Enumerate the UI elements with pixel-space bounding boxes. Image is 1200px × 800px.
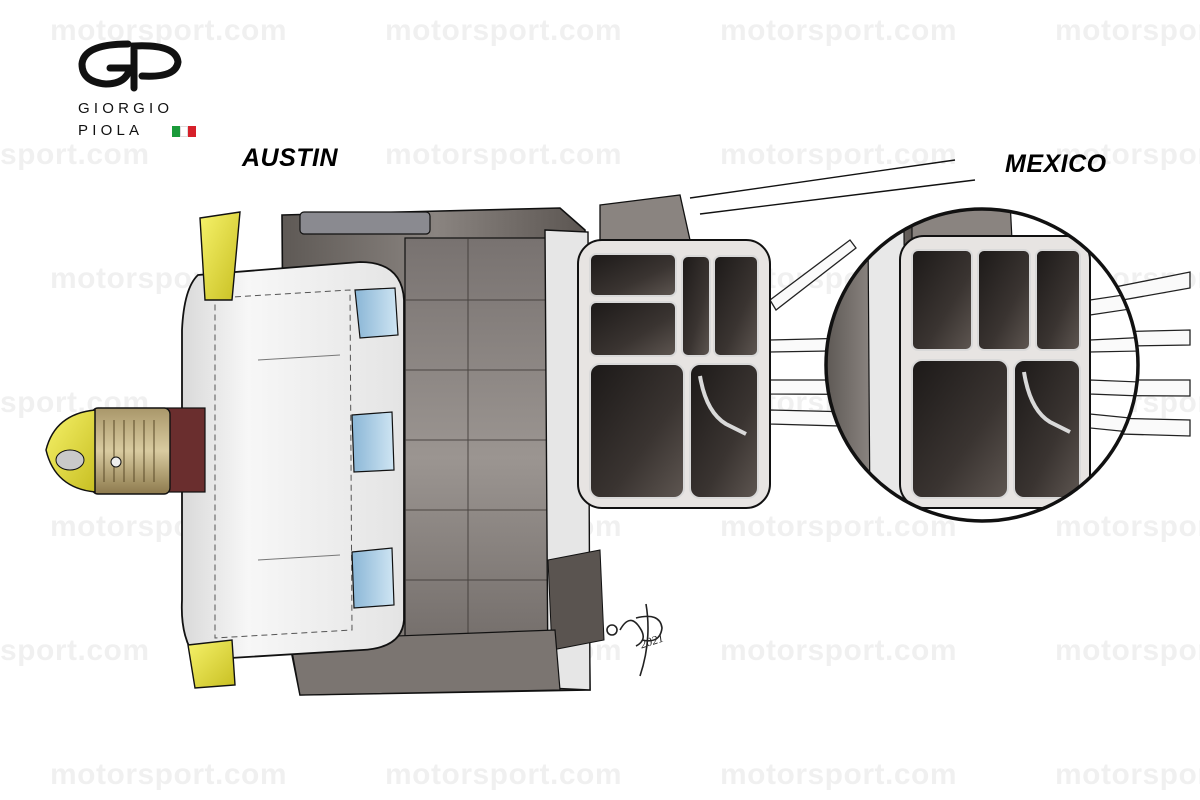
front-white-panel xyxy=(180,211,405,689)
italian-flag-red xyxy=(188,126,196,137)
gp-logo-mark-icon xyxy=(78,40,182,92)
logo-line-piola: PIOLA xyxy=(78,122,144,139)
detail-circle-mexico xyxy=(824,207,1140,523)
label-austin: AUSTIN xyxy=(242,144,339,172)
logo-line-giorgio: GIORGIO xyxy=(78,100,174,117)
italian-flag-white xyxy=(180,126,188,137)
nose-cone xyxy=(45,407,206,495)
rear-cooling-outlet-austin xyxy=(577,194,771,509)
label-mexico: MEXICO xyxy=(1005,150,1107,178)
leader-lines xyxy=(689,159,976,215)
italian-flag-green xyxy=(172,126,180,137)
artist-signature xyxy=(606,603,663,677)
giorgio-piola-logo: GIORGIO PIOLA xyxy=(76,38,206,148)
